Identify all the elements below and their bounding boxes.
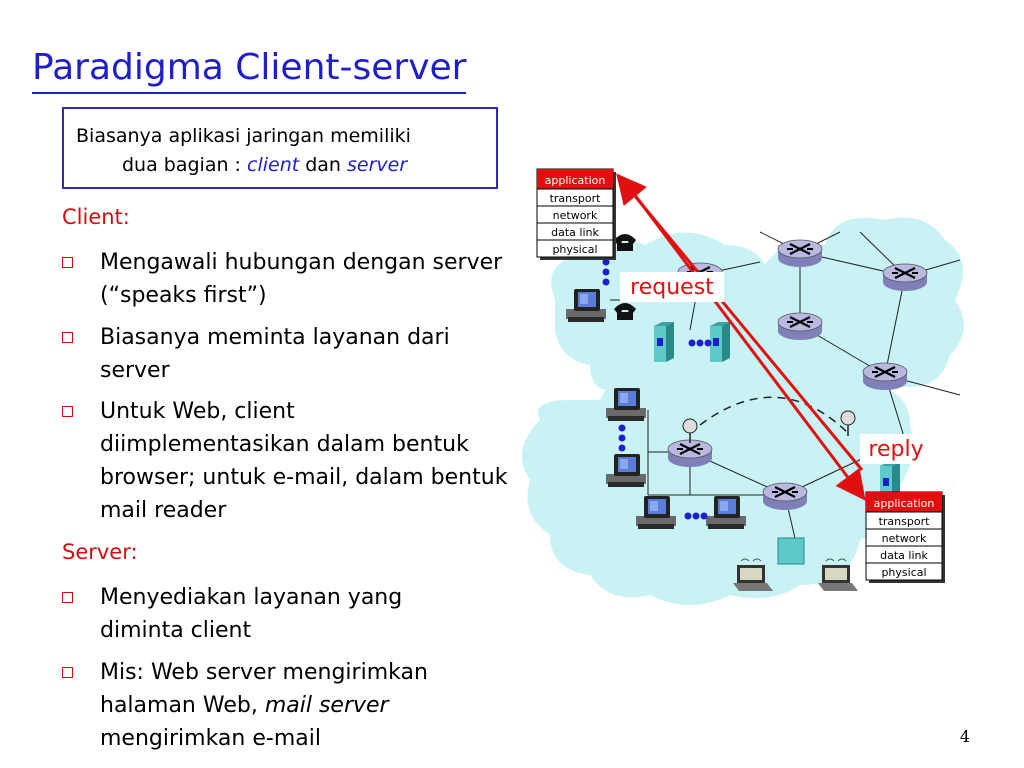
bullet-square-icon — [62, 332, 73, 343]
intro-and-word: dan — [299, 154, 348, 176]
reply-arrow — [616, 173, 864, 471]
server-bullet-2: Mis: Web server mengirimkan halaman Web,… — [62, 656, 502, 756]
ellipsis-dots — [602, 258, 712, 520]
router-icon — [881, 262, 929, 293]
client-bullet-2: Biasanya meminta layanan dari server — [62, 321, 502, 387]
server-stack-layer-label: transport — [879, 515, 931, 528]
intro-server-word: server — [347, 154, 408, 176]
server-protocol-stack: application transport network data link … — [865, 491, 945, 583]
server-bullet-1: Menyediakan layanan yang diminta client — [62, 581, 502, 647]
server-bullet-2-suffix: mengirimkan e-mail — [100, 726, 321, 751]
client-stack-layer-label: network — [553, 209, 598, 222]
client-protocol-stack: application transport network data link … — [536, 168, 616, 260]
router-icon — [666, 438, 714, 469]
router-icon — [776, 238, 824, 269]
request-arrow — [626, 185, 866, 501]
server-bullet-2-italic: mail server — [264, 693, 389, 718]
network-cloud-lower — [522, 363, 914, 605]
server-stack-layer-label: data link — [880, 549, 928, 562]
bullet-square-icon — [62, 667, 73, 678]
request-label: request — [630, 275, 714, 300]
server-bullet-1-text: Menyediakan layanan yang diminta client — [100, 585, 403, 643]
server-icon — [710, 322, 730, 362]
client-bullet-1-text: Mengawali hubungan dengan server (“speak… — [100, 250, 503, 308]
server-stack-layer-label: network — [882, 532, 927, 545]
reply-label-bg — [860, 434, 932, 464]
client-stack-layer-label: data link — [551, 226, 599, 239]
server-stack-layer-label: application — [874, 497, 935, 510]
wireless-link — [699, 396, 851, 436]
bullet-square-icon — [62, 406, 73, 417]
server-bullet-2-prefix: Mis: Web server mengirimkan halaman Web, — [100, 660, 428, 718]
router-icon — [761, 481, 809, 512]
client-heading: Client: — [62, 205, 130, 229]
client-stack-layer-application — [537, 169, 613, 189]
client-bullet-1: Mengawali hubungan dengan server (“speak… — [62, 246, 502, 312]
intro-client-word: client — [247, 154, 300, 176]
request-label-bg — [620, 272, 724, 302]
slide-title: Paradigma Client-server — [32, 46, 467, 94]
client-bullet-3: Untuk Web, client diimplementasikan dala… — [62, 395, 507, 530]
intro-line-2-prefix: dua bagian : — [122, 154, 247, 176]
router-icon — [861, 361, 909, 392]
bullet-square-icon — [62, 592, 73, 603]
client-bullet-2-text: Biasanya meminta layanan dari server — [100, 325, 450, 383]
reply-label: reply — [868, 437, 923, 462]
server-icon — [654, 322, 674, 362]
server-heading: Server: — [62, 540, 138, 564]
server-bullet-2-text: Mis: Web server mengirimkan halaman Web,… — [100, 656, 520, 755]
intro-line-2: dua bagian : client dan server — [122, 152, 407, 179]
router-icon — [776, 311, 824, 342]
bullet-square-icon — [62, 257, 73, 268]
client-stack-layer-label: transport — [550, 192, 602, 205]
client-bullet-3-text: Untuk Web, client diimplementasikan dala… — [100, 399, 508, 523]
satellite-dish-icon — [840, 410, 856, 436]
intro-line-1: Biasanya aplikasi jaringan memiliki — [76, 125, 411, 147]
server-stack-layer-label: physical — [881, 566, 926, 579]
client-stack-layer-label: application — [545, 174, 606, 187]
intro-box: Biasanya aplikasi jaringan memiliki dua … — [62, 107, 498, 189]
base-station-icon — [777, 537, 805, 565]
server-stack-layer-application — [866, 492, 942, 512]
satellite-dish-icon — [682, 418, 698, 443]
client-stack-layer-label: physical — [552, 243, 597, 256]
page-number: 4 — [959, 727, 970, 746]
